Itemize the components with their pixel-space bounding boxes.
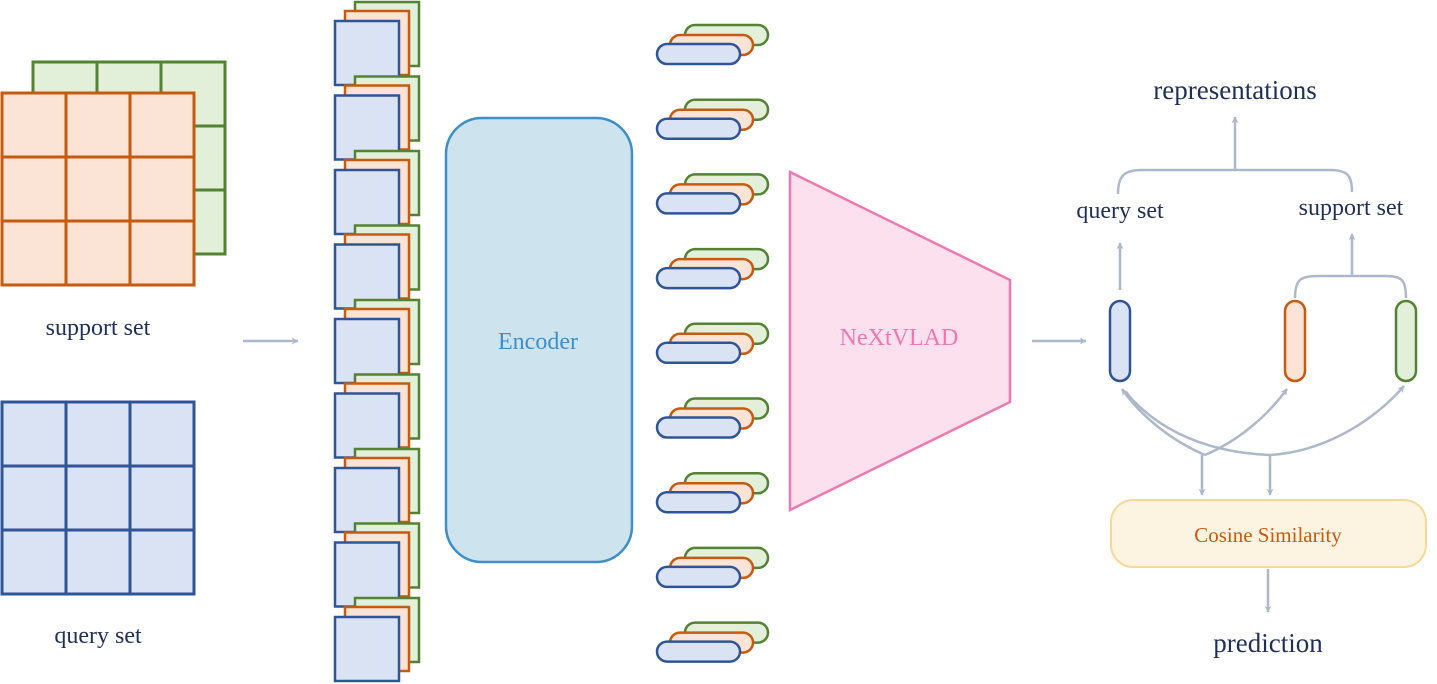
feature-pill-stack — [655, 23, 770, 66]
query-set-output-label: query set — [1076, 198, 1164, 224]
patch-stack — [333, 373, 421, 459]
similarity-connections — [1120, 385, 1405, 496]
patch-stack — [333, 447, 421, 534]
support-set-grid — [0, 60, 227, 287]
patch-blue — [333, 392, 401, 459]
feature-pill-stack — [655, 471, 770, 514]
support-set-input-label: support set — [46, 315, 151, 341]
feature-pill-blue — [655, 42, 742, 66]
query-set-grid — [0, 400, 196, 596]
support-brace — [1293, 274, 1408, 299]
patch-stack — [333, 0, 421, 87]
patch-blue — [333, 317, 401, 385]
patch-stack — [333, 149, 421, 236]
encoder-label: Encoder — [498, 329, 578, 355]
feature-pill-blue — [655, 192, 742, 215]
feature-pill-blue — [655, 341, 742, 365]
feature-pill-blue — [655, 117, 742, 140]
feature-pill-blue — [655, 416, 742, 439]
nextvlad-block — [788, 169, 1012, 513]
feature-pills — [655, 23, 770, 663]
support-vector-green — [1394, 299, 1418, 383]
query-vector — [1108, 299, 1132, 383]
feature-pill-stack — [655, 546, 770, 589]
encoder-block — [444, 116, 634, 564]
feature-pill-blue — [655, 490, 742, 514]
feature-pill-stack — [655, 98, 770, 140]
support-vector-orange — [1283, 299, 1307, 383]
nextvlad-label: NeXtVLAD — [840, 325, 959, 351]
patch-stacks — [333, 0, 421, 683]
patch-stack — [333, 224, 421, 310]
feature-pill-blue — [655, 640, 742, 663]
feature-pill-stack — [655, 322, 770, 365]
patch-stack — [333, 298, 421, 385]
feature-pill-stack — [655, 621, 770, 663]
feature-pill-blue — [655, 266, 742, 290]
representations-brace — [1116, 168, 1354, 195]
feature-pill-stack — [655, 173, 770, 215]
feature-pill-stack — [655, 247, 770, 290]
patch-blue — [333, 243, 401, 310]
representations-label: representations — [1153, 75, 1316, 105]
patch-stack — [333, 596, 421, 683]
cosine-similarity-block — [1110, 499, 1427, 568]
patch-blue — [333, 94, 401, 161]
feature-pill-blue — [655, 565, 742, 589]
feature-pill-stack — [655, 397, 770, 439]
patch-stack — [333, 75, 421, 161]
prediction-label: prediction — [1213, 628, 1323, 658]
support-set-output-label: support set — [1299, 195, 1404, 221]
patch-blue — [333, 615, 401, 683]
query-set-input-label: query set — [54, 623, 142, 649]
support-set-grid-front — [0, 91, 196, 287]
patch-stack — [333, 522, 421, 608]
cosine-similarity-label: Cosine Similarity — [1194, 523, 1342, 547]
